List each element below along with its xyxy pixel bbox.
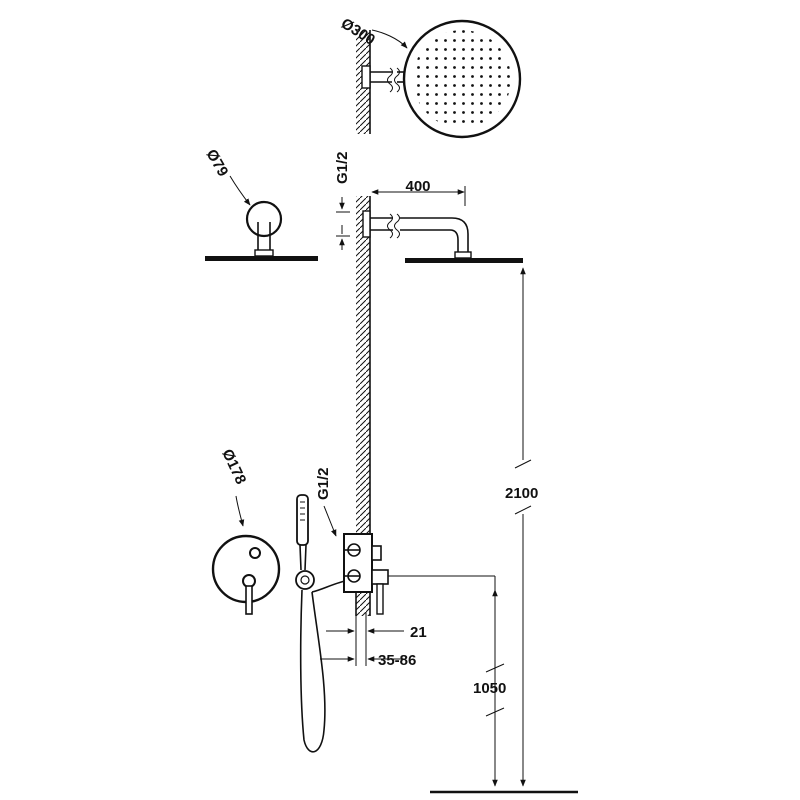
head-height-dim: 2100 — [505, 267, 538, 787]
mixer-lever — [245, 585, 253, 615]
embed-depth-dim: 35-86 — [320, 652, 416, 669]
shower-arm-side — [362, 210, 523, 263]
diameter-leader-300 — [371, 29, 408, 49]
diverter-knob-side — [371, 545, 382, 561]
nozzle-pattern — [413, 30, 511, 128]
mixer-body-side — [343, 533, 389, 616]
label-head-height: 2100 — [505, 485, 538, 502]
label-mixer-plate-diameter: Ø178 — [218, 447, 249, 487]
wall-column — [356, 196, 371, 616]
arm-flange-view: Ø79 — [203, 147, 318, 261]
thin-head-left — [205, 256, 318, 261]
lever-base-side — [371, 569, 389, 585]
mixer-height-dim: 1050 — [388, 575, 506, 787]
label-arm-length: 400 — [405, 178, 430, 195]
label-embed-depth: 35-86 — [378, 652, 416, 669]
diverter-knob — [249, 547, 261, 559]
arm-length-dim: 400 — [371, 178, 466, 206]
thin-head-side — [405, 258, 523, 263]
lever-side — [376, 583, 384, 615]
bottom-connection-dim: G1/2 — [315, 467, 337, 537]
wall-section-main — [356, 196, 370, 544]
mixer-housing — [343, 533, 373, 593]
top-connection-dim: G1/2 — [334, 151, 351, 250]
hand-shower — [295, 494, 351, 753]
wall-gap-dim: 21 — [326, 612, 427, 666]
label-arm-flange-diameter: Ø79 — [203, 147, 232, 180]
label-mixer-height: 1050 — [473, 680, 506, 697]
label-wall-gap: 21 — [410, 624, 427, 641]
shower-hose — [299, 589, 326, 753]
wall-section-lower — [356, 588, 370, 616]
mixer-plate-view: Ø178 — [211, 447, 281, 615]
arm-flange-circle — [245, 200, 283, 238]
shower-head-top-view: Ø300 — [338, 15, 522, 139]
arm-bracket-top — [361, 65, 371, 89]
arm-wall-bracket — [362, 210, 371, 238]
label-top-connection: G1/2 — [334, 151, 351, 184]
label-bottom-connection: G1/2 — [315, 467, 332, 500]
